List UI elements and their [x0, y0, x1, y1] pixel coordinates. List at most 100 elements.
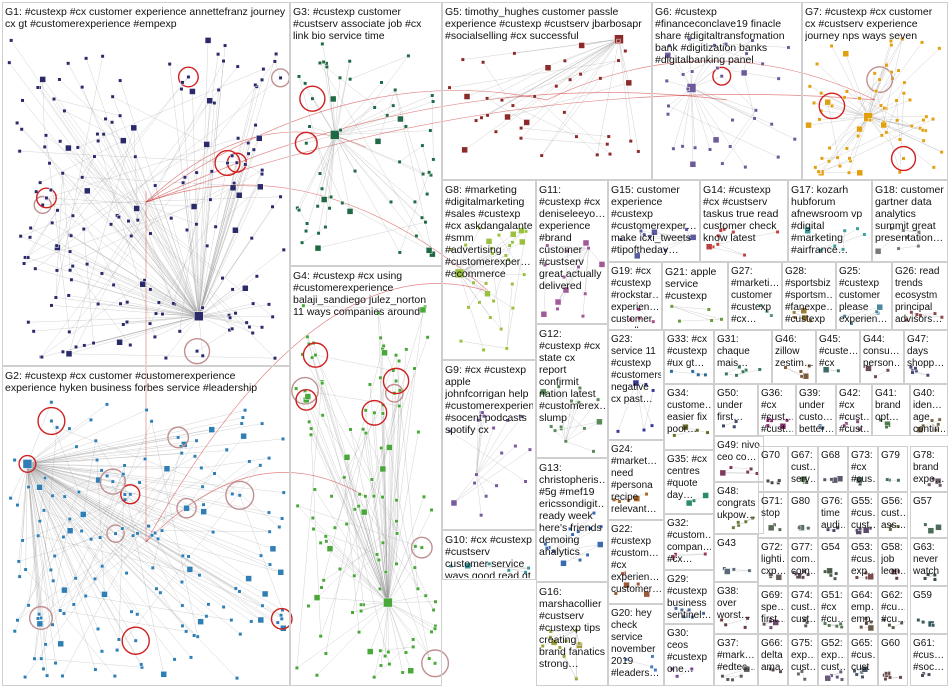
node — [181, 441, 188, 448]
group-box-g51 — [818, 586, 848, 634]
node — [633, 252, 641, 260]
node — [718, 228, 723, 233]
node — [884, 63, 889, 68]
edge — [323, 134, 336, 200]
node — [37, 612, 42, 617]
edge — [459, 253, 493, 274]
node — [680, 144, 685, 149]
edge — [52, 465, 125, 496]
node — [792, 137, 797, 142]
node — [394, 498, 399, 503]
node — [585, 552, 590, 557]
node — [847, 156, 852, 161]
node — [79, 528, 84, 533]
node-selfloop — [384, 383, 404, 403]
node — [314, 244, 322, 252]
node — [257, 616, 265, 624]
node — [240, 432, 247, 440]
edge — [476, 420, 508, 475]
edge — [625, 659, 652, 668]
edge — [53, 98, 121, 116]
node — [667, 43, 672, 48]
node — [96, 138, 101, 143]
edge — [27, 463, 273, 549]
group-box-g77 — [788, 538, 818, 586]
edge — [306, 399, 389, 603]
node — [70, 264, 75, 269]
node — [146, 524, 151, 529]
node — [281, 490, 286, 495]
node — [258, 463, 263, 468]
edge — [506, 283, 513, 349]
node — [564, 638, 569, 643]
node — [177, 329, 182, 334]
node — [431, 99, 436, 104]
node — [513, 444, 518, 449]
nodes-g8 — [449, 226, 529, 352]
node — [120, 137, 127, 144]
node — [681, 72, 686, 77]
node — [431, 607, 436, 612]
edge — [553, 526, 602, 552]
node-selfloop — [818, 92, 846, 120]
node — [474, 118, 479, 123]
edge — [399, 145, 423, 163]
edge — [689, 39, 692, 89]
node — [902, 80, 907, 85]
edge — [306, 134, 335, 144]
node — [638, 229, 643, 234]
group-box-g25 — [836, 262, 892, 330]
node — [841, 247, 846, 252]
edge — [36, 191, 199, 317]
edge — [919, 419, 940, 430]
node — [324, 539, 329, 544]
node — [464, 562, 471, 570]
node — [479, 513, 484, 518]
node — [323, 534, 328, 539]
node — [120, 526, 125, 531]
edge — [362, 429, 389, 603]
node — [750, 38, 755, 43]
node — [582, 239, 590, 247]
node — [909, 124, 914, 129]
node — [889, 226, 894, 231]
node — [744, 51, 749, 56]
edge — [122, 528, 281, 573]
node — [220, 276, 225, 281]
edge — [885, 677, 901, 680]
node — [420, 143, 425, 148]
edge — [387, 602, 432, 632]
node — [856, 134, 861, 139]
node — [548, 629, 553, 634]
node — [137, 480, 142, 485]
group-box-g48 — [714, 482, 764, 534]
edge — [332, 98, 336, 135]
node — [208, 197, 213, 202]
edge — [358, 506, 389, 603]
nodes-g16 — [540, 628, 583, 681]
node — [80, 175, 85, 180]
node — [233, 311, 238, 316]
node — [924, 114, 929, 119]
node — [374, 138, 382, 145]
node — [651, 228, 658, 236]
edge — [19, 150, 237, 163]
node — [235, 192, 243, 199]
edge — [820, 249, 844, 251]
node — [340, 200, 345, 205]
node — [397, 358, 402, 363]
edge — [395, 355, 419, 589]
node — [616, 58, 621, 63]
node — [245, 575, 252, 582]
edge — [819, 116, 869, 120]
node — [353, 169, 358, 174]
node — [582, 426, 587, 431]
edge — [563, 656, 577, 679]
group-box-g47 — [904, 330, 948, 384]
node — [125, 300, 130, 305]
node — [158, 590, 163, 595]
edges-g1 — [9, 40, 284, 359]
node — [326, 545, 334, 552]
group-box-g3 — [290, 2, 442, 266]
edge — [626, 584, 647, 595]
